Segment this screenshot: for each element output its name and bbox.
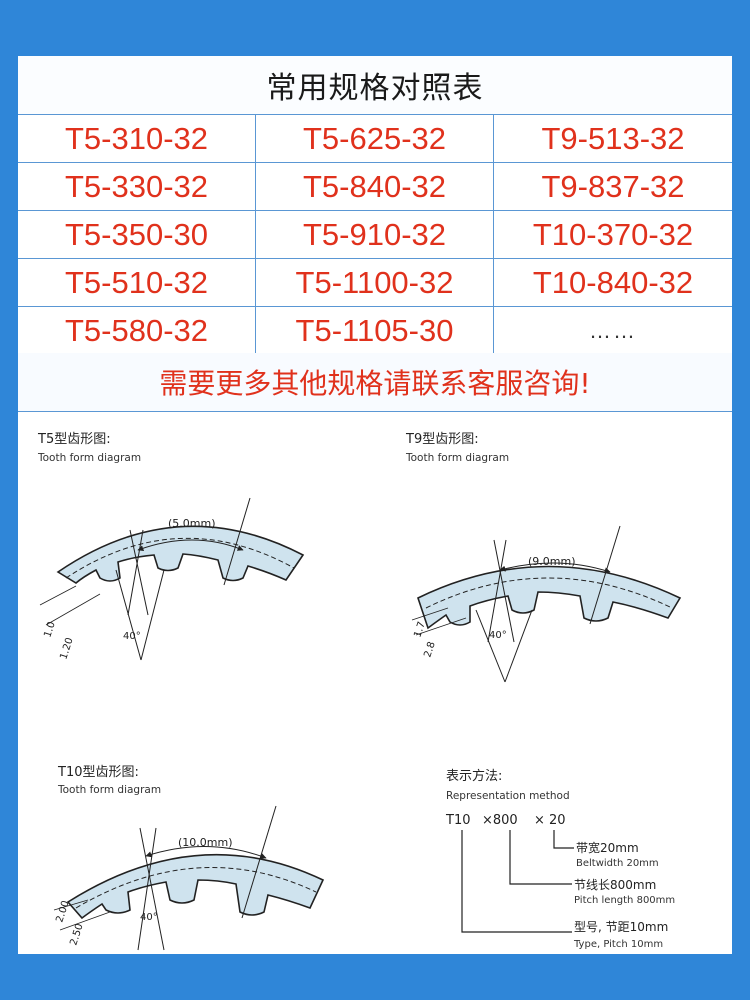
table-title: 常用规格对照表 (18, 56, 732, 115)
repr-length-en: Pitch length 800mm (574, 895, 675, 906)
t9-title-en: Tooth form diagram (405, 452, 509, 464)
t5-pitch-line (65, 537, 295, 579)
spec-cell: T5-1100-32 (256, 259, 494, 307)
t5-guide-line (115, 569, 142, 661)
t10-guide-line (139, 827, 165, 951)
t5-angle-label: 40° (123, 631, 141, 642)
spec-cell: T5-910-32 (256, 211, 494, 259)
t9-angle-label: 40° (489, 630, 507, 641)
repr-title-cn: 表示方法: (446, 768, 502, 784)
repr-code-c: × 20 (534, 813, 566, 828)
spec-cell: T5-625-32 (256, 115, 494, 163)
t10-pitch-arrow (145, 846, 267, 859)
repr-type-cn: 型号, 节距10mm (574, 920, 668, 934)
t10-diagram: T10型齿形图: Tooth form diagram (10.0mm) 40°… (53, 765, 325, 951)
spec-cell: T9-837-32 (494, 163, 732, 211)
t5-guide-line (223, 497, 251, 586)
t10-guide-line (137, 827, 157, 951)
repr-title-en: Representation method (446, 790, 570, 802)
t10-belt-shape (66, 853, 325, 920)
t5-dim-tick (45, 593, 101, 626)
t9-pitch-arrow (499, 562, 611, 574)
t5-pitch-arrow (137, 539, 244, 551)
t9-pitch-label: (9.0mm) (528, 555, 576, 568)
t9-guide-line (589, 525, 621, 625)
t10-dim-tick (59, 911, 111, 931)
t9-guide-line (475, 609, 506, 683)
t9-title-cn: T9型齿形图: (405, 432, 479, 447)
t10-angle-label: 40° (140, 912, 158, 923)
t5-title-cn: T5型齿形图: (37, 432, 111, 447)
t10-pitch-label: (10.0mm) (178, 836, 233, 849)
repr-width-en: Beltwidth 20mm (576, 858, 659, 869)
t9-belt-shape (417, 565, 682, 630)
spec-cell: T5-350-30 (18, 211, 256, 259)
spec-cell: T5-330-32 (18, 163, 256, 211)
diagram-area: T5型齿形图: Tooth form diagram (5.0mm) 40° 1… (18, 410, 732, 954)
repr-connector-type (461, 830, 572, 933)
spec-cell: T10-370-32 (494, 211, 732, 259)
repr-code-b: ×800 (482, 813, 518, 828)
t9-dim-b: 2.8 (422, 640, 437, 659)
tooth-diagrams-svg: T5型齿形图: Tooth form diagram (5.0mm) 40° 1… (37, 432, 682, 951)
spec-grid: T5-310-32 T5-625-32 T9-513-32 T5-330-32 … (18, 115, 732, 411)
t5-dim-b: 1.20 (58, 636, 75, 661)
repr-code-a: T10 (445, 813, 470, 828)
t9-diagram: T9型齿形图: Tooth form diagram (9.0mm) 40° 1… (405, 432, 682, 683)
spec-cell: T9-513-32 (494, 115, 732, 163)
t10-title-en: Tooth form diagram (57, 784, 161, 796)
t5-pitch-label: (5.0mm) (168, 517, 216, 530)
t5-dim-a: 1.0 (42, 620, 57, 639)
t10-dim-tick (53, 899, 89, 911)
t9-dim-tick (415, 617, 467, 636)
repr-connector-length (509, 830, 572, 885)
spec-cell: T10-840-32 (494, 259, 732, 307)
t10-dim-a: 2.00 (54, 899, 71, 924)
repr-length-cn: 节线长800mm (574, 878, 656, 892)
representation-method: 表示方法: Representation method T10 ×800 × 2… (445, 768, 675, 950)
t9-guide-line (504, 609, 533, 683)
spec-cell-ellipsis: …… (494, 307, 732, 355)
repr-connector-width (553, 830, 574, 849)
spec-cell: T5-510-32 (18, 259, 256, 307)
t5-title-en: Tooth form diagram (37, 452, 141, 464)
repr-type-en: Type, Pitch 10mm (573, 939, 663, 950)
contact-note: 需要更多其他规格请联系客服咨询! (18, 353, 732, 412)
t9-pitch-line (425, 577, 673, 609)
t5-dim-tick (39, 585, 77, 606)
t9-guide-line (493, 539, 515, 643)
t9-guide-line (487, 539, 507, 643)
t9-dim-a: 1.7 (412, 620, 427, 639)
t5-diagram: T5型齿形图: Tooth form diagram (5.0mm) 40° 1… (37, 432, 305, 661)
t10-guide-line (241, 805, 277, 919)
t5-belt-shape (56, 525, 305, 584)
t9-dim-tick (411, 607, 449, 621)
t5-guide-line (140, 569, 165, 661)
spec-cell: T5-310-32 (18, 115, 256, 163)
t5-guide-line (127, 529, 144, 616)
t10-pitch-line (75, 867, 317, 909)
spec-cell: T5-840-32 (256, 163, 494, 211)
t10-title-cn: T10型齿形图: (57, 765, 139, 780)
spec-cell: T5-1105-30 (256, 307, 494, 355)
spec-panel: 常用规格对照表 T5-310-32 T5-625-32 T9-513-32 T5… (18, 56, 732, 954)
repr-width-cn: 带宽20mm (576, 840, 639, 855)
spec-cell: T5-580-32 (18, 307, 256, 355)
t5-guide-line (129, 529, 149, 616)
